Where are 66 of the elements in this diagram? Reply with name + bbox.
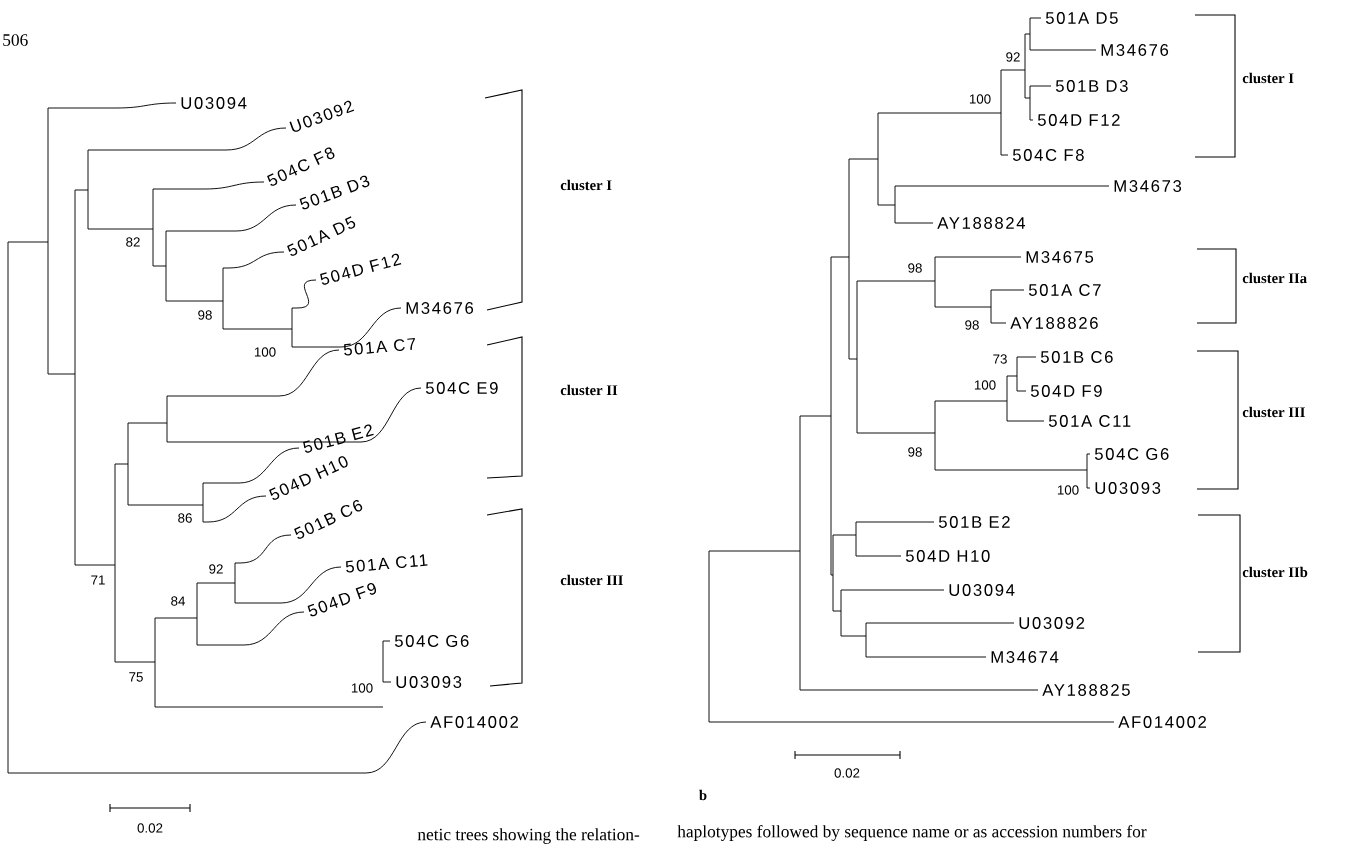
taxon-label: U03092	[1019, 617, 1085, 629]
taxon-label: M34675	[1026, 251, 1094, 263]
cluster-label: cluster II	[560, 384, 618, 396]
taxon-label: 501B C6	[1040, 351, 1113, 363]
bootstrap-value: 71	[91, 575, 105, 585]
taxon-label: 501B D3	[1055, 80, 1128, 92]
cluster-label: cluster III	[560, 574, 623, 586]
cluster-label: cluster IIa	[1242, 272, 1307, 284]
caption-text: haplotypes followed by sequence name or as accession numbers for	[677, 825, 1147, 841]
caption-text: netic trees showing the relation-	[417, 828, 640, 844]
bootstrap-value: 86	[178, 513, 192, 523]
cluster-label: cluster IIb	[1242, 566, 1308, 578]
bootstrap-value: 100	[254, 347, 276, 357]
bootstrap-value: 98	[198, 310, 212, 320]
taxon-label: 504D F9	[1030, 385, 1102, 397]
taxon-label: M34676	[406, 302, 474, 314]
taxon-label: 504C F8	[1012, 149, 1084, 161]
bootstrap-value: 100	[969, 94, 991, 104]
page-number: 506	[3, 34, 28, 46]
taxon-label: M34673	[1114, 180, 1182, 192]
taxon-label: 504D F9	[307, 583, 376, 617]
bootstrap-value: 92	[1006, 52, 1020, 62]
taxon-label: AY188825	[1042, 684, 1130, 696]
taxon-label: 504D F12	[320, 253, 402, 285]
cluster-label: cluster I	[1242, 72, 1294, 84]
taxon-label: 501A C11	[1048, 415, 1131, 427]
taxon-label: AF014002	[1118, 716, 1206, 728]
taxon-label: 501B E2	[303, 424, 374, 453]
taxon-label: 504C G6	[1094, 448, 1169, 460]
panel-letter: b	[699, 789, 707, 801]
cluster-label: cluster I	[560, 179, 612, 191]
bootstrap-value: 98	[965, 320, 979, 330]
taxon-label: 501B E2	[938, 516, 1010, 528]
scale-label: 0.02	[137, 823, 163, 833]
taxon-label: 501A C11	[346, 554, 428, 573]
taxon-label: U03094	[949, 584, 1015, 596]
bootstrap-value: 92	[209, 564, 223, 574]
taxon-label: 504D F12	[1037, 114, 1120, 126]
taxon-label: 501B C6	[294, 500, 363, 539]
taxon-label: AY188824	[937, 217, 1026, 229]
taxon-label: U03093	[396, 676, 462, 688]
scale-label: 0.02	[834, 768, 860, 778]
taxon-label: U03094	[181, 97, 247, 109]
taxon-label: U03093	[1095, 482, 1161, 494]
bootstrap-value: 98	[908, 447, 922, 457]
bootstrap-value: 100	[351, 683, 373, 693]
taxon-label: 501A C7	[1028, 284, 1101, 296]
taxon-label: 501A D5	[287, 216, 356, 256]
bootstrap-value: 100	[1057, 485, 1079, 495]
taxon-label: 501A D5	[1045, 12, 1118, 24]
cluster-label: cluster III	[1242, 406, 1305, 418]
taxon-label: AF014002	[430, 716, 518, 728]
taxon-label: 504D H10	[905, 550, 990, 562]
taxon-label: AY188826	[1010, 317, 1098, 329]
taxon-label: M34674	[991, 651, 1059, 663]
bootstrap-value: 75	[129, 672, 143, 682]
taxon-label: 504D H10	[269, 456, 348, 500]
taxon-label: 504C G6	[394, 635, 469, 647]
taxon-label: 504C E9	[425, 382, 498, 394]
bootstrap-value: 98	[908, 263, 922, 273]
bootstrap-value: 82	[126, 237, 140, 247]
bootstrap-value: 73	[993, 354, 1007, 364]
taxon-label: M34676	[1101, 44, 1169, 56]
taxon-label: 501A C7	[344, 338, 415, 356]
bootstrap-value: 100	[974, 380, 996, 390]
bootstrap-value: 84	[171, 596, 186, 606]
